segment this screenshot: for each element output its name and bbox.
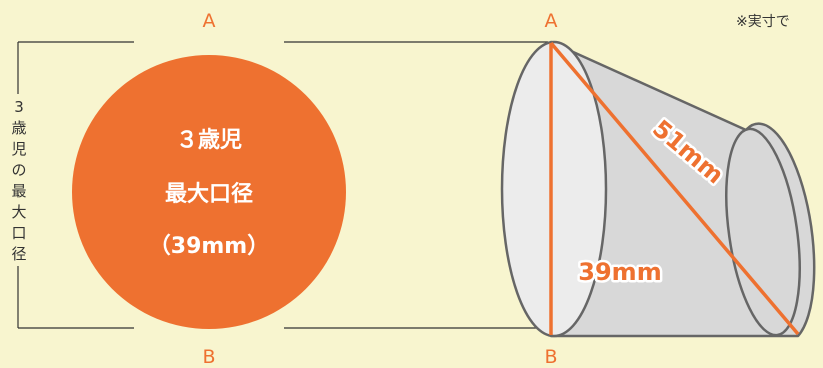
vertical-label-background bbox=[8, 94, 30, 266]
label-b-right: B bbox=[544, 346, 557, 368]
tube-near-end bbox=[500, 40, 608, 338]
label-a-right: A bbox=[545, 10, 558, 32]
scale-note: ※実寸で bbox=[736, 14, 790, 30]
label-a-left: A bbox=[203, 10, 216, 32]
tube-far-end bbox=[725, 127, 801, 337]
vertical-label-char: 児 bbox=[11, 140, 26, 158]
tube-shape bbox=[500, 40, 816, 338]
vertical-label-char: 口 bbox=[11, 224, 26, 242]
vertical-label-char: 3 bbox=[14, 98, 24, 116]
circle-line3: （39mm） bbox=[149, 234, 269, 259]
mouth-circle bbox=[72, 55, 346, 329]
vertical-label-char: の bbox=[11, 161, 26, 179]
label-b-left: B bbox=[202, 346, 215, 368]
circle-line2: 最大口径 bbox=[165, 181, 253, 207]
diameter-dimension-label: 39mm bbox=[578, 258, 661, 286]
vertical-label-char: 大 bbox=[11, 203, 26, 221]
circle-line1: ３歳児 bbox=[176, 128, 242, 153]
diagonal-line bbox=[549, 41, 800, 336]
vertical-label-char: 径 bbox=[11, 245, 26, 263]
vertical-label-char: 最 bbox=[11, 182, 26, 200]
vertical-label-char: 歳 bbox=[11, 119, 26, 137]
